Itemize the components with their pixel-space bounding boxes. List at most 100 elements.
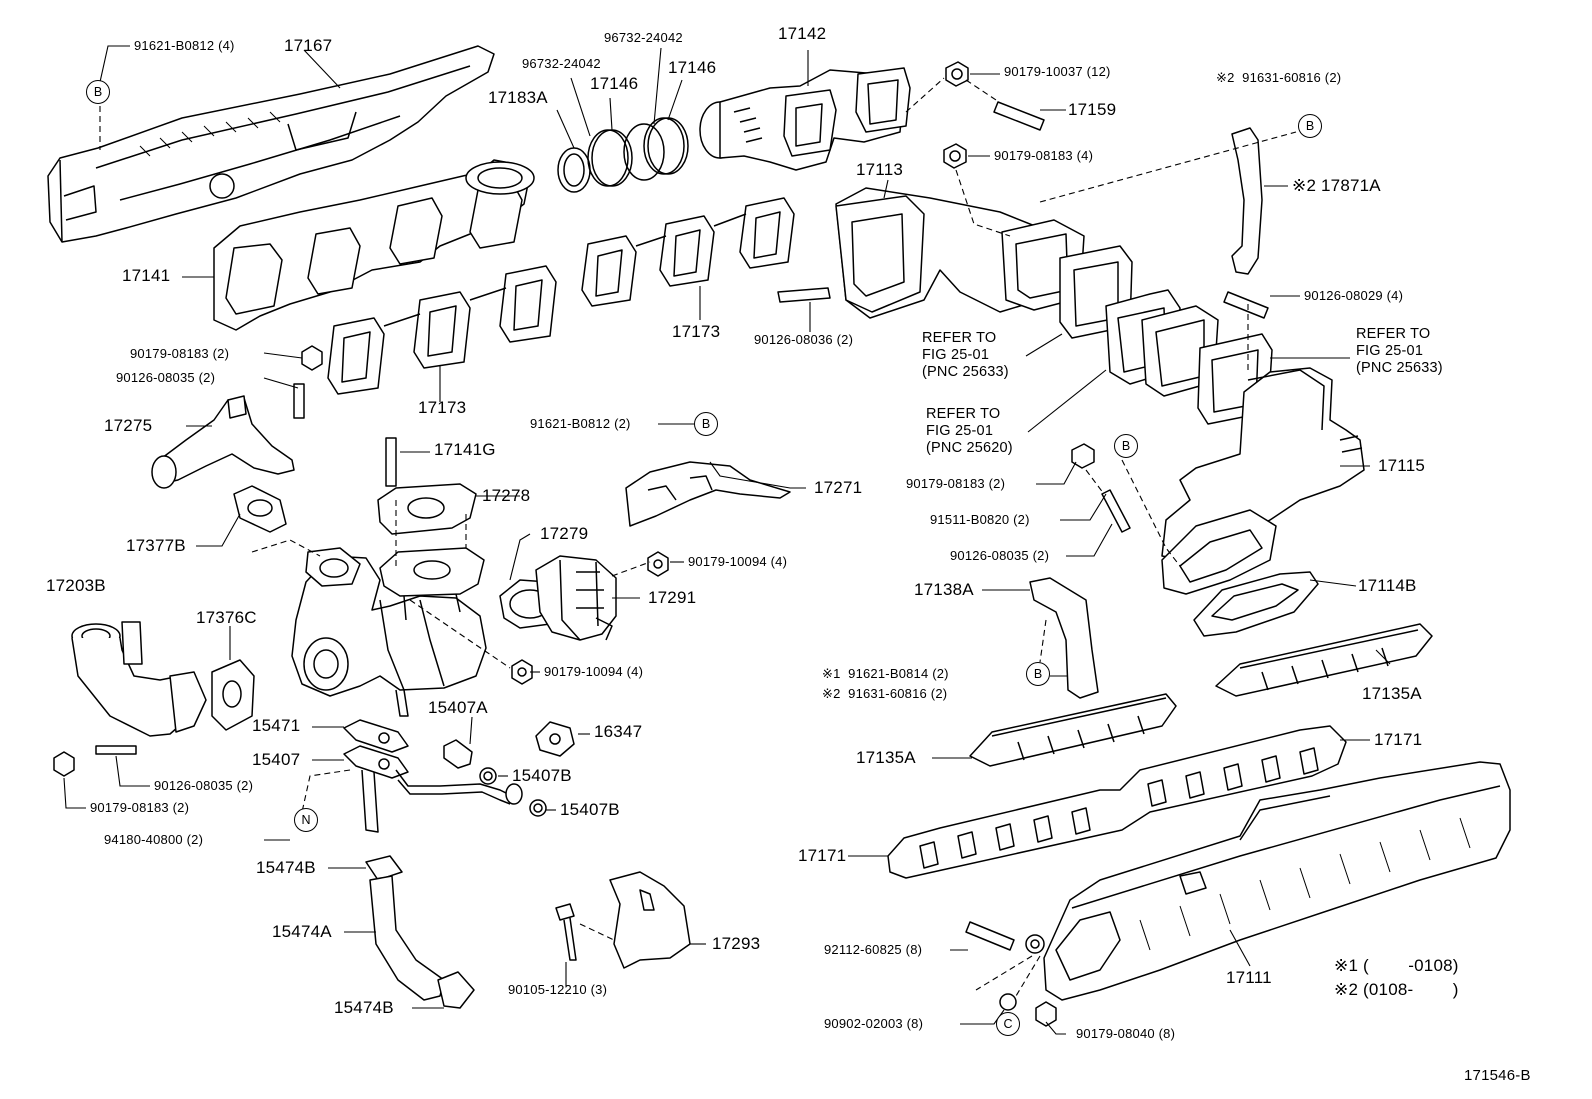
label-refer-to-pnc-25633-right[interactable]: REFER TO FIG 25-01 (PNC 25633) — [1356, 326, 1443, 376]
turbocharger-17201-icon — [291, 547, 487, 717]
clamp-15474b-a-icon — [365, 855, 403, 881]
marker-b-5: B — [1026, 662, 1050, 686]
washer-15407b-b-icon — [529, 799, 547, 817]
label-92112-60825: 92112-60825 (8) — [824, 942, 923, 957]
label-91621-b0812-2: 91621-B0812 (2) — [530, 416, 631, 431]
label-17115: 17115 — [1378, 456, 1426, 475]
label-17146-a: 17146 — [590, 74, 639, 93]
label-17167: 17167 — [284, 36, 333, 55]
stud-17141g-icon — [385, 437, 397, 487]
label-17171-left: 17171 — [798, 846, 847, 865]
label-90179-10094-b: 90179-10094 (4) — [544, 664, 644, 679]
label-refer-to-pnc-25633-left[interactable]: REFER TO FIG 25-01 (PNC 25633) — [922, 330, 1009, 380]
gasket-16347-icon — [535, 721, 575, 757]
hose-15474a-icon — [369, 875, 445, 1001]
label-17279: 17279 — [540, 524, 589, 543]
heat-insulator-17271-icon — [625, 461, 791, 527]
label-91511-b0820: 91511-B0820 (2) — [930, 512, 1030, 527]
label-91621-b0812-4: 91621-B0812 (4) — [134, 38, 235, 53]
stud-90126-08035-c-icon — [95, 745, 137, 755]
label-15471: 15471 — [252, 716, 301, 735]
label-17275: 17275 — [104, 416, 153, 435]
label-15474a: 15474A — [272, 922, 332, 941]
gasket-15471-icon — [343, 719, 409, 753]
label-17173-a: 17173 — [672, 322, 721, 341]
label-15474b-a: 15474B — [256, 858, 316, 877]
label-90126-08036: 90126-08036 (2) — [754, 332, 854, 347]
label-96732-24042-a: 96732-24042 — [604, 30, 683, 45]
label-91631-60816-low: ※2 91631-60816 (2) — [822, 686, 948, 701]
label-17278: 17278 — [482, 486, 531, 505]
label-17111: 17111 — [1226, 968, 1272, 987]
label-90902-02003: 90902-02003 (8) — [824, 1016, 924, 1031]
nut-90179-10094-a-icon — [647, 551, 669, 577]
gasket-17171-icon — [887, 725, 1347, 879]
label-17171-right: 17171 — [1374, 730, 1423, 749]
marker-b-2: B — [1298, 114, 1322, 138]
label-90126-08035-2-c: 90126-08035 (2) — [154, 778, 254, 793]
gasket-17173-left-icon — [327, 265, 557, 395]
marker-c: C — [996, 1012, 1020, 1036]
stud-92112-60825-icon — [965, 921, 1015, 951]
stud-90126-08035-a-icon — [293, 383, 305, 419]
elbow-17115-icon — [1161, 367, 1365, 595]
turbo-flange-icon — [379, 547, 485, 597]
marker-b-3: B — [694, 412, 718, 436]
clamp-15474b-b-icon — [437, 971, 475, 1009]
waste-gate-17291-icon — [535, 555, 617, 641]
label-17377b: 17377B — [126, 536, 186, 555]
stud-90126-08036-icon — [777, 287, 831, 303]
drawing-id: 171546-B — [1464, 1067, 1531, 1084]
label-17291: 17291 — [648, 588, 697, 607]
label-96732-24042-b: 96732-24042 — [522, 56, 601, 71]
nut-90179-10037-icon — [945, 61, 969, 87]
label-90126-08029: 90126-08029 (4) — [1304, 288, 1404, 303]
bracket-17138a-icon — [1029, 577, 1099, 699]
label-91621-b0814: ※1 91621-B0814 (2) — [822, 666, 949, 681]
label-90179-08040: 90179-08040 (8) — [1076, 1026, 1176, 1041]
label-15407b-b: 15407B — [560, 800, 620, 819]
stud-17159-icon — [993, 101, 1045, 131]
label-17141g: 17141G — [434, 440, 496, 459]
label-90126-08035-2-b: 90126-08035 (2) — [950, 548, 1050, 563]
nut-90179-08040-icon — [1035, 1001, 1057, 1027]
label-17376c: 17376C — [196, 608, 257, 627]
dashed-reference-lines — [99, 77, 1297, 997]
gasket-17376c-icon — [211, 659, 255, 731]
label-90179-10037: 90179-10037 (12) — [1004, 64, 1111, 79]
label-90126-08035-2-a: 90126-08035 (2) — [116, 370, 216, 385]
heat-insulator-17135a-left-icon — [969, 693, 1177, 767]
label-refer-to-pnc-25620[interactable]: REFER TO FIG 25-01 (PNC 25620) — [926, 406, 1013, 456]
washer-90902-icon — [999, 993, 1017, 1011]
washer-icon — [1025, 934, 1045, 954]
label-17159: 17159 — [1068, 100, 1117, 119]
label-15407b-a: 15407B — [512, 766, 572, 785]
label-90179-08183-2-a: 90179-08183 (2) — [130, 346, 230, 361]
nut-90179-10094-b-icon — [511, 659, 533, 685]
label-17138a: 17138A — [914, 580, 974, 599]
heat-insulator-17167-icon — [47, 45, 495, 243]
stud-90126-08035-b-icon — [1101, 489, 1131, 533]
bracket-17293-icon — [609, 871, 691, 969]
bolt-90105-12210-icon — [555, 903, 577, 961]
label-17871a: ※2 17871A — [1292, 176, 1381, 195]
washer-15407b-a-icon — [479, 767, 497, 785]
label-17141: 17141 — [122, 266, 171, 285]
label-16347: 16347 — [594, 722, 643, 741]
nut-90179-08183-a-icon — [301, 345, 323, 371]
elbow-pipe-17113-icon — [835, 187, 1085, 319]
marker-n: N — [294, 808, 318, 832]
label-90179-10094-a: 90179-10094 (4) — [688, 554, 788, 569]
label-90179-08183-2-c: 90179-08183 (2) — [90, 800, 190, 815]
label-17114b: 17114B — [1358, 576, 1417, 595]
heat-insulator-17135a-right-icon — [1215, 623, 1433, 697]
label-90105-12210: 90105-12210 (3) — [508, 982, 608, 997]
nut-90179-08183-icon — [943, 143, 967, 169]
label-17146-b: 17146 — [668, 58, 717, 77]
label-15474b-b: 15474B — [334, 998, 394, 1017]
bracket-17871a-icon — [1231, 127, 1263, 275]
label-17173-b: 17173 — [418, 398, 467, 417]
label-15407a: 15407A — [428, 698, 488, 717]
